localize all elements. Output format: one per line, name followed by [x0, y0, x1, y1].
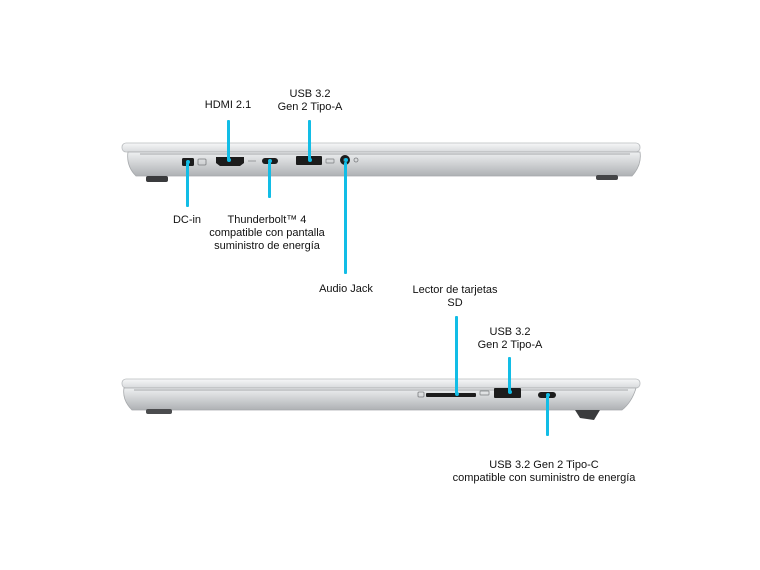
thunderbolt-leader-dot [268, 159, 272, 163]
usb-a-port-right [494, 388, 521, 398]
sd-reader-label-line1: Lector de tarjetas [412, 284, 498, 296]
laptop-left-side [121, 142, 641, 182]
dc-in-leader [186, 163, 189, 207]
usb-c-label: USB 3.2 Gen 2 Tipo-C compatible con sumi… [434, 459, 654, 485]
sd-card-slot [426, 393, 476, 397]
thunderbolt-label-line2: compatible con pantalla [209, 227, 325, 239]
usb-a-right-leader-dot [508, 390, 512, 394]
audio-jack-leader [344, 162, 347, 274]
thunderbolt-label-line1: Thunderbolt™ 4 [227, 214, 307, 226]
usb-c-label-line1: USB 3.2 Gen 2 Tipo-C [489, 459, 599, 471]
hdmi-label: HDMI 2.1 [192, 99, 264, 112]
usb-a-right-label-line1: USB 3.2 [489, 326, 531, 338]
thunderbolt-leader [268, 162, 271, 198]
usb-a-right-leader [508, 357, 511, 393]
audio-jack-label-text: Audio Jack [319, 283, 373, 295]
usb-c-leader-dot [546, 393, 550, 397]
usb-a-right-label: USB 3.2 Gen 2 Tipo-A [468, 326, 552, 352]
dc-in-label: DC-in [162, 214, 212, 227]
hdmi-leader-dot [227, 158, 231, 162]
hdmi-label-text: HDMI 2.1 [204, 99, 252, 111]
sd-reader-label-line2: SD [447, 297, 463, 309]
laptop-right-side [121, 378, 641, 420]
usb-a-left-label-line1: USB 3.2 [289, 88, 331, 100]
hdmi-leader [227, 120, 230, 160]
usb-a-left-leader [308, 120, 311, 160]
usb-c-label-line2: compatible con suministro de energía [452, 472, 636, 484]
usb-a-left-label: USB 3.2 Gen 2 Tipo-A [268, 88, 352, 114]
thunderbolt-label: Thunderbolt™ 4 compatible con pantalla s… [196, 214, 338, 253]
audio-jack-leader-dot [344, 158, 348, 162]
sd-reader-label: Lector de tarjetas SD [396, 284, 514, 310]
thunderbolt-label-line3: suministro de energía [214, 240, 320, 252]
usb-a-right-label-line2: Gen 2 Tipo-A [477, 339, 543, 351]
usb-a-left-leader-dot [308, 158, 312, 162]
dc-in-leader-dot [186, 160, 190, 164]
dc-in-label-text: DC-in [172, 214, 202, 226]
sd-reader-leader [455, 316, 458, 394]
audio-jack-label: Audio Jack [306, 283, 386, 296]
usb-c-leader [546, 396, 549, 436]
usb-a-left-label-line2: Gen 2 Tipo-A [277, 101, 343, 113]
sd-reader-leader-dot [455, 392, 459, 396]
